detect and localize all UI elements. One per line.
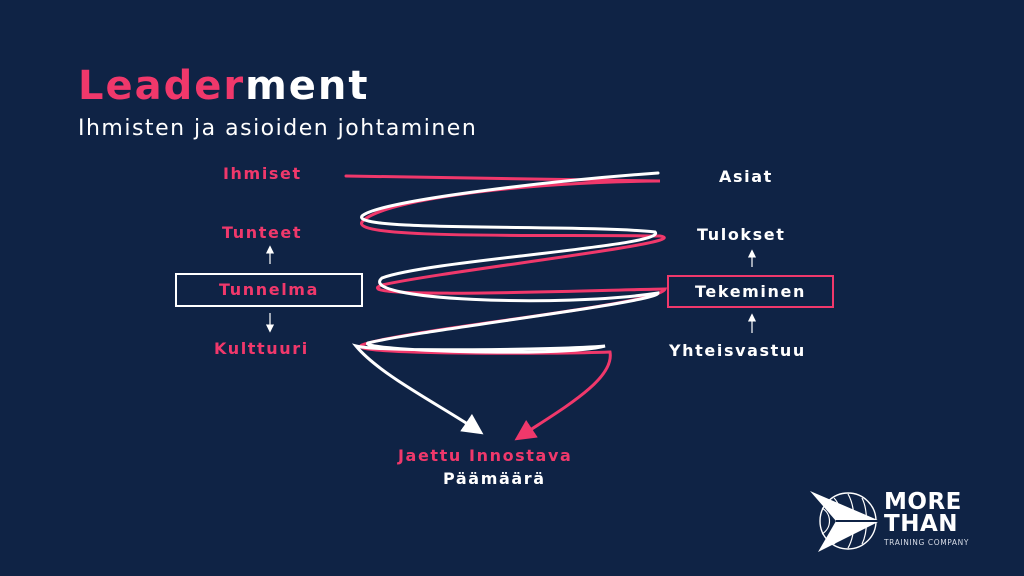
label-yhteisvastuu: Yhteisvastuu — [669, 341, 806, 360]
label-kulttuuri: Kulttuuri — [214, 339, 309, 358]
logo-wordmark: MORE THAN TRAINING COMPANY — [884, 489, 970, 548]
box-tunnelma: Tunnelma — [175, 273, 363, 307]
page-title: Leaderment — [78, 66, 370, 106]
page-subtitle: Ihmisten ja asioiden johtaminen — [78, 116, 478, 141]
logo-line-more: MORE — [884, 489, 962, 515]
more-than-logo-icon — [810, 491, 880, 552]
spiral-pink-stroke — [344, 174, 668, 441]
logo-line-than: THAN — [884, 511, 958, 537]
logo-tagline: TRAINING COMPANY — [884, 538, 970, 547]
label-tekeminen: Tekeminen — [695, 281, 806, 301]
title-part-ment: ment — [245, 63, 370, 109]
label-paamaara: Päämäärä — [443, 469, 546, 488]
label-tunnelma: Tunnelma — [219, 280, 319, 299]
label-tulokset: Tulokset — [697, 225, 786, 244]
label-tunteet: Tunteet — [222, 223, 303, 242]
box-tekeminen: Tekeminen — [667, 275, 834, 308]
title-part-leader: Leader — [78, 63, 246, 109]
spiral-white-stroke — [351, 171, 660, 435]
label-ihmiset: Ihmiset — [223, 164, 302, 183]
label-asiat: Asiat — [719, 167, 773, 186]
label-jaettu-innostava: Jaettu Innostava — [398, 446, 573, 465]
